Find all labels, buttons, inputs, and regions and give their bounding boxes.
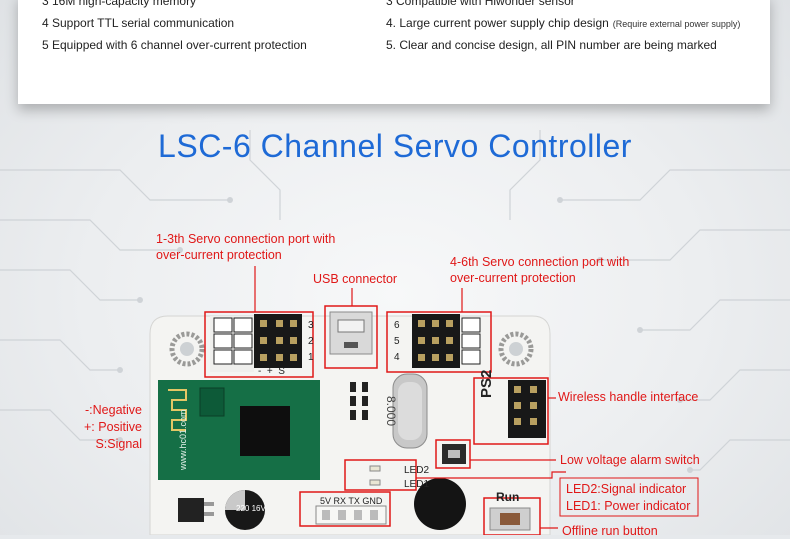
highlight-serial <box>299 491 391 527</box>
silk-led1: LED1 <box>404 479 430 490</box>
spec-power-chip-text: 4. Large current power supply chip desig… <box>386 16 609 30</box>
page-title: LSC-6 Channel Servo Controller <box>158 128 632 164</box>
highlight-leds <box>344 459 417 491</box>
silk-ch1: 1 <box>308 352 314 363</box>
highlight-servo-1-3 <box>204 311 314 378</box>
silk-minus-plus-s: - + S <box>258 366 285 377</box>
silk-ch4: 4 <box>394 352 400 363</box>
spec-card: 3 16M high-capacity memory 4 Support TTL… <box>18 0 770 104</box>
highlight-servo-4-6 <box>386 311 492 373</box>
circuit-trace-background <box>0 130 790 473</box>
callout-servo-1-3: 1-3th Servo connection port with over-cur… <box>156 231 335 263</box>
silk-serial-header: 5V RX TX GND <box>320 496 383 506</box>
callout-offline-run: Offline run button <box>562 524 658 538</box>
silk-crystal: 8.000 <box>384 396 398 427</box>
leader-led-box <box>416 471 566 479</box>
low-voltage-switch <box>442 444 466 464</box>
ps2-interface <box>508 380 546 438</box>
crystal-oscillator <box>392 373 428 449</box>
silk-run: Run <box>496 490 520 504</box>
capacitor <box>225 490 265 530</box>
callout-wireless: Wireless handle interface <box>558 390 699 404</box>
callout-servo-1-3-line2: over-current protection <box>156 248 282 262</box>
silk-ps2-text: PS2 <box>478 369 495 398</box>
silk-ch2: 2 <box>308 336 314 347</box>
spec-power-chip-note: (Require external power supply) <box>612 19 741 29</box>
callout-servo-4-6: 4-6th Servo connection port with over-cur… <box>450 254 629 286</box>
callout-led2: LED2:Signal indicator <box>566 482 687 496</box>
spec-ttl: 4 Support TTL serial communication <box>42 16 235 30</box>
spec-overcurrent: 5 Equipped with 6 channel over-current p… <box>42 38 307 52</box>
silk-led2: LED2 <box>404 465 430 476</box>
highlight-low-voltage <box>435 439 471 469</box>
buzzer <box>414 478 466 530</box>
spec-power-chip: 4. Large current power supply chip desig… <box>386 16 740 30</box>
led-pair <box>369 465 381 486</box>
callout-usb: USB connector <box>313 272 398 286</box>
highlight-ps2 <box>473 377 549 445</box>
bluetooth-module <box>158 380 320 480</box>
silk-module-url: www.hc01.com <box>178 409 188 470</box>
usb-connector <box>329 311 373 355</box>
led-callout-box <box>559 477 699 517</box>
silk-capacitor: 220 16V <box>236 504 266 513</box>
mounting-hole-left <box>169 331 205 367</box>
highlight-usb <box>324 305 378 369</box>
callout-servo-4-6-line1: 4-6th Servo connection port with <box>450 255 630 269</box>
silk-ch5: 5 <box>394 336 400 347</box>
spec-sensor: 3 Compatible with Hiwonder sensor <box>386 0 575 8</box>
callout-servo-4-6-line2: over-current protection <box>450 271 576 285</box>
silk-ch3: 3 <box>308 320 314 331</box>
callout-led1: LED1: Power indicator <box>566 499 691 513</box>
callout-low-voltage: Low voltage alarm switch <box>560 453 700 467</box>
silk-ch6: 6 <box>394 320 400 331</box>
silk-ps2: PS2 <box>478 370 495 398</box>
callout-servo-1-3-line1: 1-3th Servo connection port with <box>156 232 336 246</box>
resistor-array <box>350 382 368 420</box>
servo-header-1-3 <box>210 314 302 372</box>
serial-header <box>315 505 387 525</box>
spec-memory: 3 16M high-capacity memory <box>42 0 197 8</box>
highlight-run <box>483 497 541 535</box>
run-button <box>489 507 531 531</box>
callout-signal: S:Signal <box>95 437 142 451</box>
voltage-regulator <box>178 498 214 522</box>
callout-positive: +: Positive <box>83 420 142 434</box>
callout-negative: -:Negative <box>85 403 142 417</box>
silk-ch-right: 6 5 4 <box>394 318 400 366</box>
servo-header-4-6 <box>412 314 481 368</box>
mounting-hole-right <box>498 331 534 367</box>
silk-ch-left: 3 2 1 <box>308 318 314 366</box>
spec-pin-design: 5. Clear and concise design, all PIN num… <box>386 38 717 52</box>
